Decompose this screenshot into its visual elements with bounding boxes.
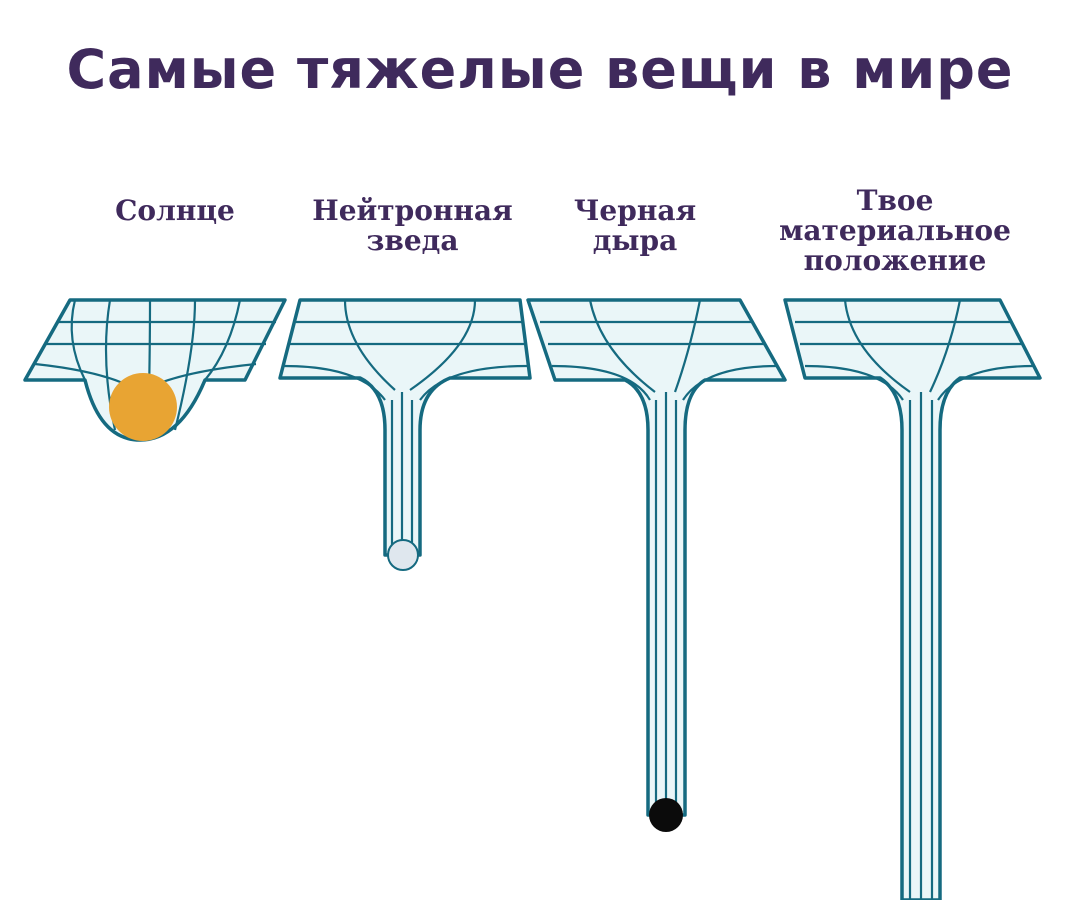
neutron-star-ball: [387, 539, 419, 571]
neutron-star-spacetime-grid: [278, 298, 532, 557]
label-black-hole-line-2: дыра: [592, 224, 678, 257]
label-your-finances-line-3: положение: [803, 244, 987, 277]
label-your-finances-line-2: материальное: [779, 214, 1011, 247]
black-hole-spacetime-grid: [526, 298, 787, 817]
page-title: Самые тяжелые вещи в мире: [66, 38, 1014, 101]
label-black-hole-line-1: Черная: [573, 194, 697, 227]
label-sun-line-1: Солнце: [115, 194, 235, 227]
black-hole-ball: [649, 798, 683, 832]
label-neutron-star-line-1: Нейтронная: [312, 194, 513, 227]
sun-ball: [109, 373, 177, 441]
label-black-hole: Черная дыра: [545, 196, 725, 256]
finances-spacetime-grid: [783, 298, 1042, 900]
label-sun: Солнце: [70, 196, 280, 226]
label-your-finances-line-1: Твое: [856, 184, 934, 217]
label-neutron-star: Нейтронная зведа: [290, 196, 535, 256]
label-neutron-star-line-2: зведа: [366, 224, 459, 257]
label-your-finances: Твое материальное положение: [745, 186, 1045, 276]
